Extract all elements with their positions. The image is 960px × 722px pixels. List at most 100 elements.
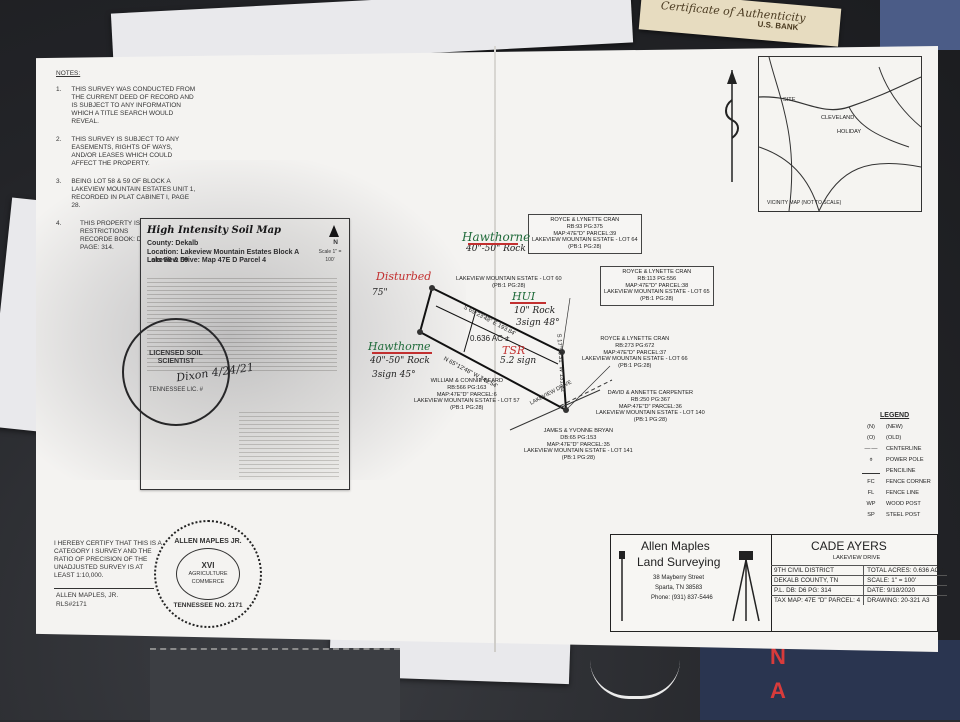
soil-map-scale: Scale 1" = 100' (318, 249, 342, 263)
title-block: Allen Maples Land Surveying 38 Mayberry … (610, 534, 948, 632)
owner-block-lot64: ROYCE & LYNETTE CRAN RB:93 PG:375 MAP:47… (528, 214, 642, 254)
red-underline (468, 243, 518, 245)
owner-estate: LAKEVIEW MOUNTAIN ESTATE - LOT 65 (604, 289, 710, 296)
notes-heading: NOTES: (56, 70, 81, 77)
leader-line (565, 365, 611, 411)
owner-estate: LAKEVIEW MOUNTAIN ESTATE - LOT 64 (532, 237, 638, 244)
vicinity-road-label: CLEVELAND (821, 115, 855, 121)
scale-cell: SCALE: 1" = 100' (864, 576, 948, 586)
blue-object (880, 0, 960, 50)
seal-commerce: COMMERCE (191, 579, 225, 585)
seal-agriculture: AGRICULTURE (188, 571, 228, 577)
owner-block-lot140: DAVID & ANNETTE CARPENTER RB:250 PG:367 … (596, 390, 705, 424)
tax-map-cell: TAX MAP: 47E "D" PARCEL: 4 (771, 596, 865, 605)
owner-block-lot66: ROYCE & LYNETTE CRAN RB:273 PG:672 MAP:4… (582, 336, 688, 370)
soil-map-body-text-2 (239, 409, 339, 479)
owner-block-lot141: JAMES & YVONNE BRYAN DB:65 PG:153 MAP:47… (524, 428, 633, 462)
company-name-2: Land Surveying (637, 555, 721, 569)
tsr-note: TSR (502, 344, 526, 357)
legend-symbol: WP (866, 501, 876, 508)
owner-pb: (PB:1 PG:28) (633, 417, 667, 424)
lot-divider (463, 309, 477, 353)
acres-cell: TOTAL ACRES: 0.636 AC ± (864, 566, 948, 576)
certification-statement: I HEREBY CERTIFY THAT THIS IS A CATEGORY… (54, 540, 162, 579)
soil-map-location: Location: Lakeview Mountain Estates Bloc… (147, 249, 299, 265)
power-pole-icon: ⌽ (869, 457, 873, 464)
company-name: Allen Maples (641, 539, 710, 553)
notebook-spiral (150, 648, 400, 722)
charging-cable (590, 660, 680, 699)
owner-rb: RB:273 PG:672 (615, 342, 655, 349)
owner-pb: (PB:1 PG:28) (618, 363, 652, 370)
client-name: CADE AYERS (811, 539, 887, 553)
owner-block-lot65: ROYCE & LYNETTE CRAN RB:113 PG:556 MAP:4… (600, 266, 714, 306)
hawthorne2-depth-note: 40"-50" Rock (370, 356, 430, 366)
seal-inner-ring: XVI AGRICULTURE COMMERCE (176, 548, 240, 600)
surveyor-tripod-icon (732, 551, 760, 622)
vicinity-map: SITE CLEVELAND HOLIDAY VICINITY MAP (NOT… (758, 56, 922, 212)
owner-block-lot60: LAKEVIEW MOUNTAIN ESTATE - LOT 60 (PB:1 … (456, 276, 562, 290)
legend-symbol: FC (867, 479, 875, 486)
company-phone: Phone: (931) 837-5446 (651, 595, 713, 601)
note-item: 2. THIS SURVEY IS SUBJECT TO ANY EASEMEN… (56, 136, 196, 168)
owner-map: MAP:47E"D" PARCEL:36 (618, 403, 682, 410)
owner-estate: LAKEVIEW MOUNTAIN ESTATE - LOT 57 (414, 398, 520, 405)
legend-label: PENCILINE (886, 468, 916, 475)
surveyor-rls: RLS#2171 (56, 601, 87, 608)
owner-name: ROYCE & LYNETTE CRAN (550, 217, 620, 223)
north-arrow-icon (725, 70, 739, 182)
legend: LEGEND (N) (NEW) (O) (OLD) —·— CENTERLIN… (862, 412, 936, 523)
fence-line-icon (862, 468, 880, 475)
disturbed-note: Disturbed (376, 270, 432, 283)
legend-symbol: FL (867, 490, 875, 497)
note-text: THIS SURVEY IS SUBJECT TO ANY EASEMENTS,… (71, 136, 180, 167)
legend-item: (N) (NEW) (862, 424, 936, 435)
road-centerline (559, 379, 613, 407)
owner-map: MAP:47E"D" PARCEL:6 (436, 391, 497, 398)
owner-pb: (PB:1 PG:28) (568, 244, 602, 251)
legend-label: (OLD) (886, 435, 902, 442)
hawthorne2-note: Hawthorne (368, 340, 431, 353)
legend-label: POWER POLE (886, 457, 924, 464)
notes-section: NOTES: 1. THIS SURVEY WAS CONDUCTED FROM… (56, 70, 196, 252)
note-text: THIS PROPERTY IS SUBJ RESTRICTIONS RECOR… (80, 220, 159, 251)
owner-map: MAP:47E"D" PARCEL:37 (603, 349, 667, 356)
parcel-area-label: 0.636 AC ± (470, 334, 510, 343)
drawing-cell: DRAWING: 20-321 A3 (867, 597, 930, 604)
note-text: BEING LOT 58 & 59 OF BLOCK A LAKEVIEW MO… (71, 178, 196, 209)
legend-item: FL FENCE LINE (862, 490, 936, 501)
soil-map-title: High Intensity Soil Map (147, 225, 282, 236)
note-number: 4. (56, 220, 62, 227)
legend-label: (NEW) (886, 424, 903, 431)
company-panel: Allen Maples Land Surveying 38 Mayberry … (611, 535, 772, 631)
company-city: Sparta, TN 38583 (655, 585, 703, 591)
owner-rb: RB:113 PG:556 (637, 275, 677, 282)
soil-map-county: County: Dekalb (147, 240, 199, 247)
soil-map-north: N (333, 239, 338, 246)
note-item: 4. THIS PROPERTY IS SUBJ RESTRICTIONS RE… (56, 220, 196, 252)
legend-symbol: SP (867, 512, 875, 519)
sign-note-1: 3sign 45° (372, 370, 416, 380)
owner-map: MAP:47E"D" PARCEL:35 (546, 441, 610, 448)
legend-label: FENCE LINE (886, 490, 919, 497)
legend-title: LEGEND (880, 412, 910, 419)
note-number: 2. (56, 136, 62, 143)
depth-note-1: 75" (372, 288, 388, 298)
inner-boundary (435, 305, 559, 365)
plat-cell: P.L. DB: D6 PG: 314 (771, 586, 865, 596)
hawthorne-depth-note: 40"-50" Rock (466, 244, 526, 254)
note-item: 3. BEING LOT 58 & 59 OF BLOCK A LAKEVIEW… (56, 178, 196, 210)
district-cell: 9TH CIVIL DISTRICT (771, 566, 865, 576)
hui-note: HUI (512, 290, 536, 303)
legend-item: PENCILINE (862, 468, 936, 479)
note-item: 1. THIS SURVEY WAS CONDUCTED FROM THE CU… (56, 86, 196, 126)
legend-symbol: (N) (867, 424, 875, 431)
owner-estate: LAKEVIEW MOUNTAIN ESTATE - LOT 60 (456, 276, 562, 282)
sheet-fold (494, 46, 496, 652)
legend-label: STEEL POST (886, 512, 921, 519)
legend-item: WP WOOD POST (862, 501, 936, 512)
seal-bottom-text: TENNESSEE NO. 2171 (173, 602, 243, 609)
north-arrow-icon (329, 225, 339, 237)
soil-map-drive: Lakeview Drive: Map 47E D Parcel 4 (147, 257, 267, 264)
owner-pb: (PB:1 PG:28) (561, 455, 595, 462)
